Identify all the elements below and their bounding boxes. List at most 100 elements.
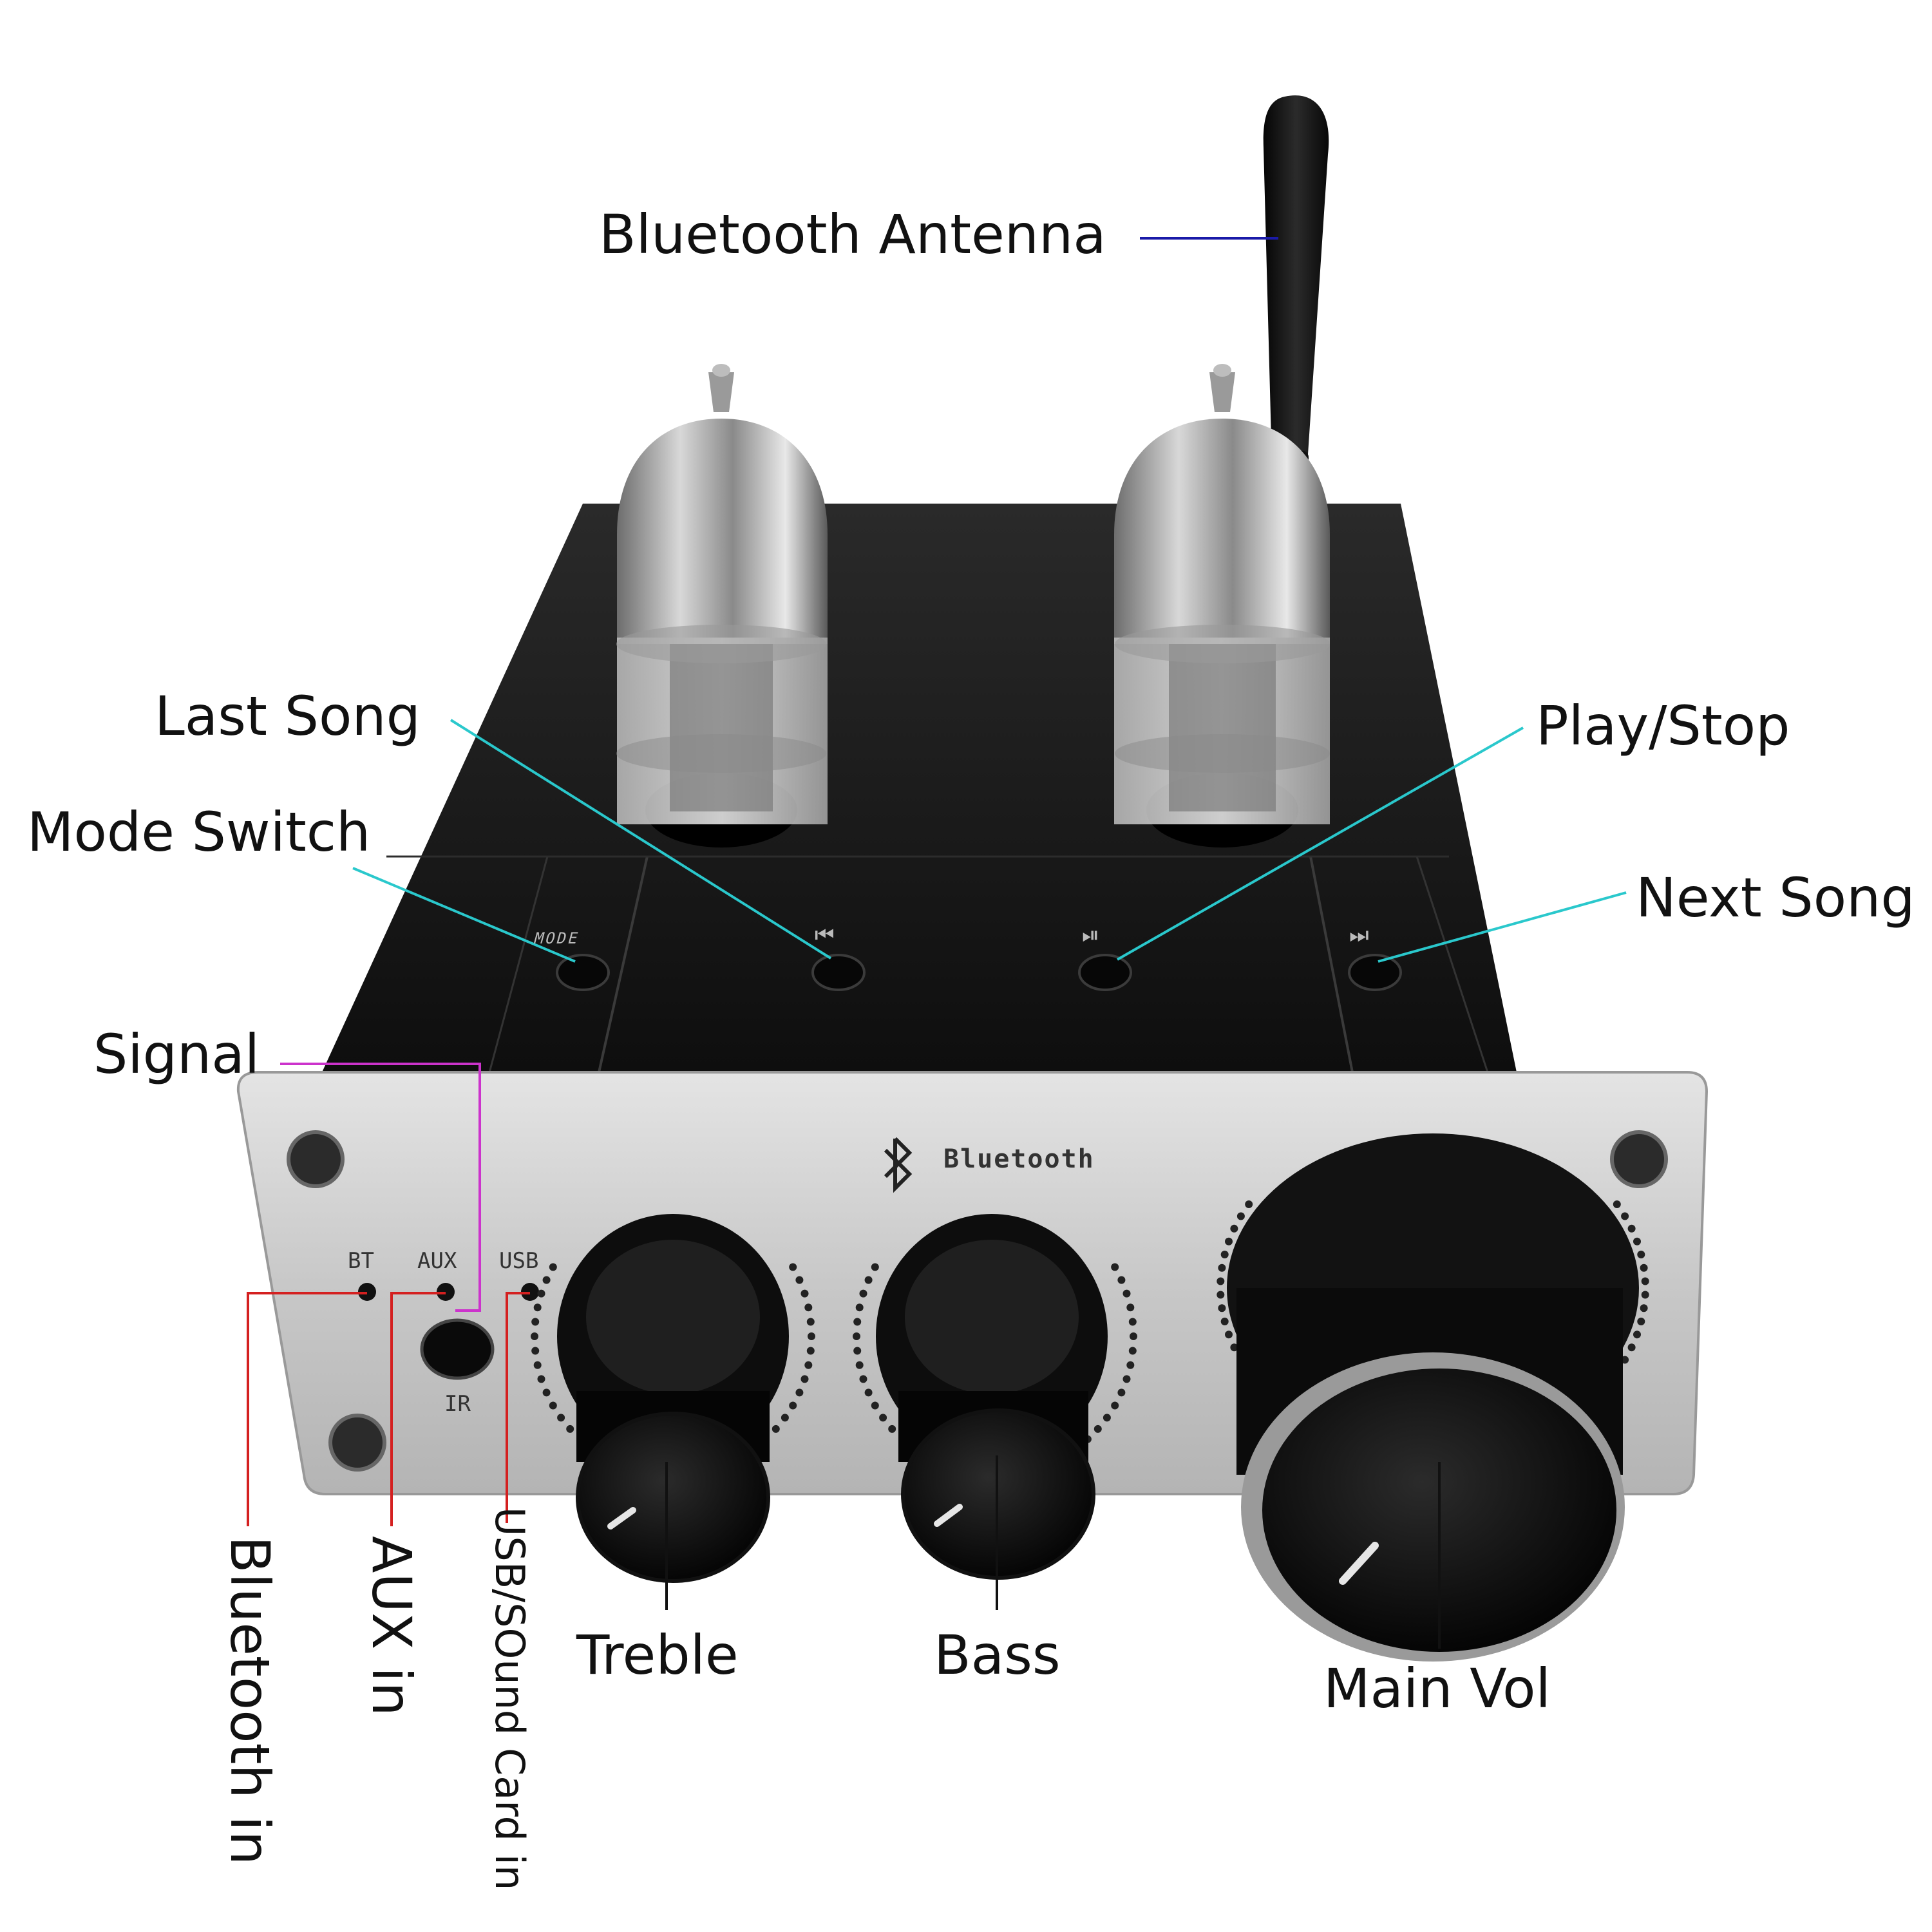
scale-dot: [1633, 1331, 1641, 1339]
aux-in-leader: [390, 1292, 446, 1526]
scale-dot: [853, 1332, 860, 1340]
screw-top-right: [1610, 1130, 1668, 1188]
scale-dot: [1627, 1224, 1636, 1233]
usb-in-leader: [506, 1292, 530, 1523]
scale-dot: [1621, 1356, 1629, 1364]
scale-dot: [1218, 1304, 1226, 1312]
scale-dot: [1126, 1361, 1135, 1369]
scale-dot: [789, 1263, 797, 1271]
scale-dot: [1103, 1414, 1111, 1422]
scale-dot: [1225, 1331, 1233, 1339]
scale-dot: [781, 1414, 789, 1422]
scale-dot: [1621, 1212, 1629, 1220]
scale-dot: [542, 1388, 551, 1397]
scale-dot: [795, 1276, 804, 1284]
label-mode-switch: Mode Switch: [27, 800, 371, 864]
screw-bottom-left: [328, 1414, 386, 1472]
main-volume-knob[interactable]: [1227, 1133, 1639, 1662]
scale-dot: [789, 1401, 797, 1410]
scale-dot: [1633, 1237, 1641, 1245]
label-bluetooth-antenna: Bluetooth Antenna: [599, 203, 1106, 266]
label-last-song: Last Song: [155, 685, 421, 748]
last-song-button[interactable]: [811, 954, 866, 991]
label-treble: Treble: [576, 1624, 739, 1687]
scale-dot: [1640, 1304, 1648, 1312]
label-play-stop: Play/Stop: [1536, 694, 1790, 757]
scale-dot: [1130, 1332, 1137, 1340]
mode-print: MODE: [532, 929, 582, 947]
scale-dot: [804, 1303, 813, 1312]
ir-receiver: [420, 1318, 495, 1380]
scale-dot: [537, 1375, 545, 1383]
usb-indicator-label: USB: [499, 1248, 539, 1274]
mode-button[interactable]: [556, 954, 610, 991]
scale-dot: [537, 1289, 545, 1298]
scale-dot: [1128, 1318, 1137, 1326]
label-next-song: Next Song: [1636, 866, 1915, 929]
bass-knob[interactable]: [876, 1214, 1108, 1580]
vacuum-tube-right: [1114, 364, 1330, 824]
scale-dot: [542, 1276, 551, 1284]
scale-dot: [1641, 1277, 1649, 1285]
scale-dot: [864, 1276, 873, 1284]
scale-dot: [859, 1375, 867, 1383]
scale-dot: [1613, 1200, 1621, 1208]
scale-dot: [1217, 1291, 1225, 1299]
label-bluetooth-in: Bluetooth in: [218, 1536, 281, 1866]
scale-dot: [1220, 1251, 1229, 1258]
scale-dot: [533, 1303, 542, 1312]
scale-dot: [1094, 1425, 1102, 1433]
scale-dot: [549, 1401, 557, 1410]
ir-label: IR: [444, 1391, 471, 1417]
scale-dot: [1225, 1237, 1233, 1245]
vacuum-tube-left: [616, 364, 828, 824]
scale-dot: [1641, 1291, 1649, 1299]
scale-dot: [879, 1414, 887, 1422]
brand-print: Bluetooth: [943, 1144, 1095, 1174]
play-stop-leader: [1117, 726, 1524, 961]
next-song-button[interactable]: [1348, 954, 1402, 991]
play-glyph: ⏯: [1082, 922, 1100, 948]
next-song-leader: [1378, 891, 1627, 963]
signal-leader: [280, 1063, 481, 1312]
scale-dot: [888, 1425, 896, 1433]
scale-dot: [772, 1425, 780, 1433]
scale-dot: [1111, 1263, 1119, 1271]
scale-dot: [1122, 1375, 1131, 1383]
scale-dot: [1220, 1318, 1229, 1325]
bluetooth-logo-icon: [884, 1137, 913, 1193]
scale-dot: [1117, 1388, 1126, 1397]
scale-dot: [853, 1347, 862, 1355]
bt-indicator-label: BT: [348, 1248, 374, 1274]
scale-dot: [1230, 1343, 1238, 1352]
mode-switch-leader: [352, 867, 576, 963]
scale-dot: [855, 1361, 864, 1369]
prev-glyph: ⏮: [815, 922, 835, 948]
play-stop-button[interactable]: [1078, 954, 1132, 991]
scale-dot: [1217, 1277, 1225, 1285]
scale-dot: [853, 1318, 862, 1326]
scale-dot: [1126, 1303, 1135, 1312]
treble-knob[interactable]: [557, 1214, 789, 1583]
scale-dot: [1640, 1264, 1648, 1272]
scale-dot: [800, 1289, 809, 1298]
label-bass: Bass: [934, 1624, 1061, 1687]
scale-dot: [1637, 1251, 1645, 1258]
screw-top-left: [287, 1130, 345, 1188]
scale-dot: [1128, 1347, 1137, 1355]
scale-dot: [531, 1318, 540, 1326]
last-song-leader: [450, 719, 832, 960]
scale-dot: [1117, 1276, 1126, 1284]
label-usb-sound-card-in: USB/SOund Card in: [486, 1507, 533, 1891]
scale-dot: [800, 1375, 809, 1383]
scale-dot: [1230, 1224, 1238, 1233]
scale-dot: [806, 1347, 815, 1355]
scale-dot: [557, 1414, 565, 1422]
scale-dot: [533, 1361, 542, 1369]
scale-dot: [1245, 1200, 1253, 1208]
scale-dot: [1637, 1318, 1645, 1325]
scale-dot: [1236, 1212, 1245, 1220]
scale-dot: [855, 1303, 864, 1312]
scale-dot: [566, 1425, 574, 1433]
